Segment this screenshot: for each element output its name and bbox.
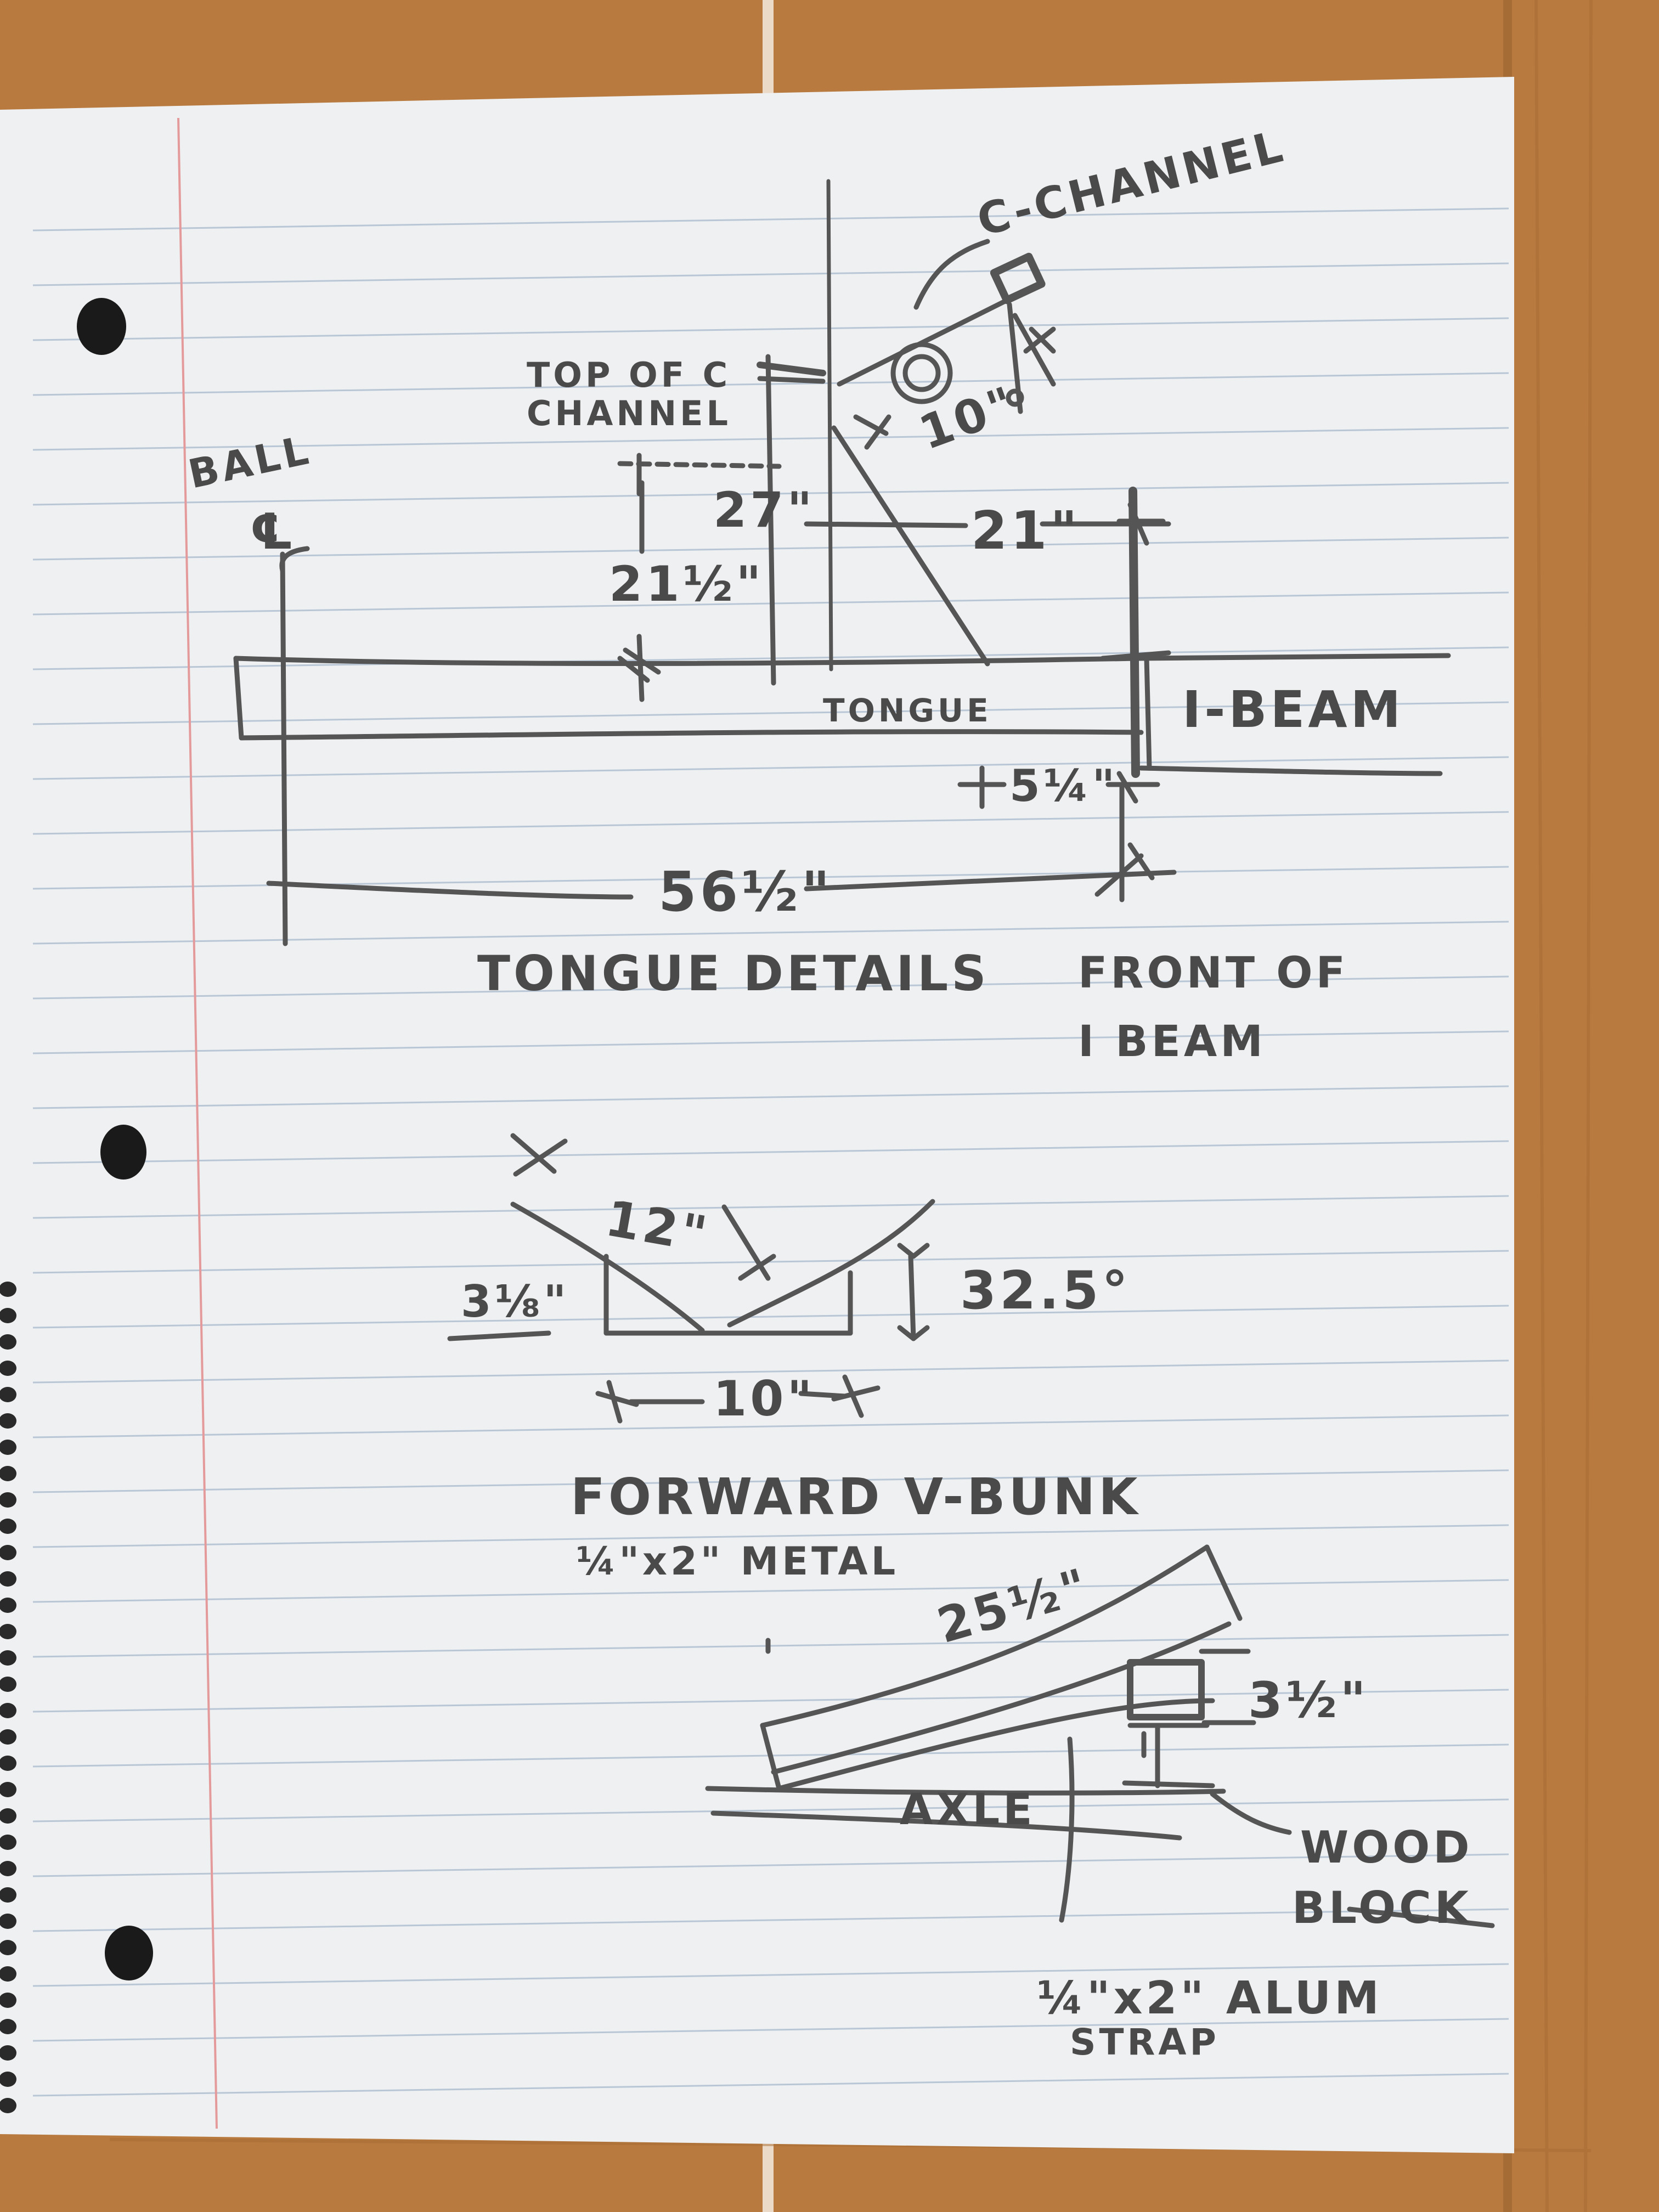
title-tongue-details: TONGUE DETAILS (477, 945, 990, 1002)
ruled-line (32, 1469, 1509, 1493)
spiral-coil (0, 1703, 16, 1718)
label-ball-centerline: ℄ (250, 503, 297, 561)
label-dim-3-eighth: 3⅛" (461, 1276, 569, 1327)
punch-hole-bottom (105, 1926, 153, 1980)
label-wood-1: WOOD (1300, 1822, 1473, 1873)
label-i-beam: I-BEAM (1182, 680, 1404, 739)
spiral-coil (0, 1835, 16, 1850)
ruled-line (32, 2018, 1509, 2042)
spiral-coil (0, 1782, 16, 1797)
tongue-sketch-lines (233, 179, 1451, 946)
label-dim-5-quarter: 5¼" (1009, 760, 1118, 811)
title-forward-v-bunk: FORWARD V-BUNK (571, 1468, 1141, 1526)
spiral-coil (0, 1466, 16, 1481)
ruled-line (32, 1305, 1509, 1329)
spiral-coil (0, 1598, 16, 1613)
spiral-coil (0, 1966, 16, 1982)
spiral-coil (0, 1861, 16, 1876)
ruled-line (32, 207, 1509, 232)
ruled-line (32, 701, 1509, 725)
label-front-of-1: FRONT OF (1078, 949, 1348, 998)
spiral-coil (0, 1361, 16, 1376)
ruled-line (32, 1853, 1509, 1877)
label-front-of-2: I BEAM (1078, 1017, 1266, 1066)
spiral-coil (0, 2098, 16, 2113)
spiral-coil (0, 1519, 16, 1534)
label-strap-2: STRAP (1070, 2021, 1220, 2063)
spiral-coil (0, 2019, 16, 2034)
ruled-line (32, 1634, 1509, 1658)
notebook-page (0, 77, 1514, 2153)
spiral-coil (0, 2045, 16, 2061)
ruled-line (32, 1579, 1509, 1603)
label-axle: AXLE (900, 1785, 1036, 1835)
label-angle: 32.5° (960, 1261, 1131, 1321)
ruled-line (32, 921, 1509, 945)
spiral-coil (0, 1334, 16, 1350)
label-strap-1: ¼"x2" ALUM (1037, 1972, 1383, 2024)
ruled-line (32, 1414, 1509, 1438)
label-top-of-c-1: TOP OF C (527, 355, 731, 395)
punch-hole-top (77, 298, 126, 355)
label-dim-27: 27" (713, 482, 815, 538)
spiral-coil (0, 1387, 16, 1402)
spiral-coil (0, 1545, 16, 1560)
ruled-line (32, 262, 1509, 286)
ruled-line (32, 1689, 1509, 1713)
ruled-line (32, 1524, 1509, 1548)
spiral-coil (0, 2072, 16, 2087)
spiral-coil (0, 1492, 16, 1508)
spiral-coil (0, 1940, 16, 1955)
label-dim-21: 21" (971, 501, 1081, 561)
spiral-coil (0, 1887, 16, 1903)
spiral-coil (0, 1571, 16, 1587)
label-dim-10-bunk: 10" (713, 1370, 815, 1427)
spiral-coil (0, 1993, 16, 2008)
spiral-coil (0, 1413, 16, 1429)
margin-line (177, 117, 218, 2129)
spiral-coil (0, 1308, 16, 1323)
spiral-coil (0, 1440, 16, 1455)
ruled-line (32, 1963, 1509, 1987)
label-dim-3-half: 3½" (1248, 1672, 1369, 1729)
spiral-coil (0, 1282, 16, 1297)
ruled-line (32, 2073, 1509, 2097)
label-tongue: TONGUE (823, 692, 992, 729)
label-dim-56-half: 56½" (658, 860, 833, 924)
spiral-coil (0, 1624, 16, 1639)
ruled-line (32, 1195, 1509, 1219)
ruled-line (32, 1359, 1509, 1384)
ruled-line (32, 975, 1509, 1000)
label-dim-21-half: 21½" (609, 556, 764, 612)
ruled-line (32, 1798, 1509, 1822)
v-bunk-sketch-lines (447, 1133, 935, 1424)
label-metal-spec: ¼"x2" METAL (576, 1539, 899, 1584)
spiral-coil (0, 1650, 16, 1666)
ruled-line (32, 317, 1509, 341)
punch-hole-middle (100, 1125, 146, 1180)
ruled-line (32, 1085, 1509, 1109)
spiral-coil (0, 1729, 16, 1745)
spiral-coil (0, 1756, 16, 1771)
spiral-binding (0, 1282, 16, 2113)
ruled-line (32, 1030, 1509, 1054)
ruled-line (32, 1250, 1509, 1274)
ruled-line (32, 756, 1509, 780)
label-top-of-c-2: CHANNEL (527, 393, 731, 433)
ruled-line (32, 1908, 1509, 1932)
v-bunk-drawing: 12" 3⅛" 32.5° 10" FORWARD V-BUNK ¼"x2" M… (447, 1133, 1141, 1584)
axle-sketch-lines (705, 1544, 1495, 1928)
spiral-coil (0, 1677, 16, 1692)
ruled-line (32, 1140, 1509, 1164)
spiral-coil (0, 1808, 16, 1824)
label-wood-2: BLOCK (1292, 1882, 1472, 1933)
spiral-coil (0, 1914, 16, 1929)
ruled-line (32, 811, 1509, 835)
